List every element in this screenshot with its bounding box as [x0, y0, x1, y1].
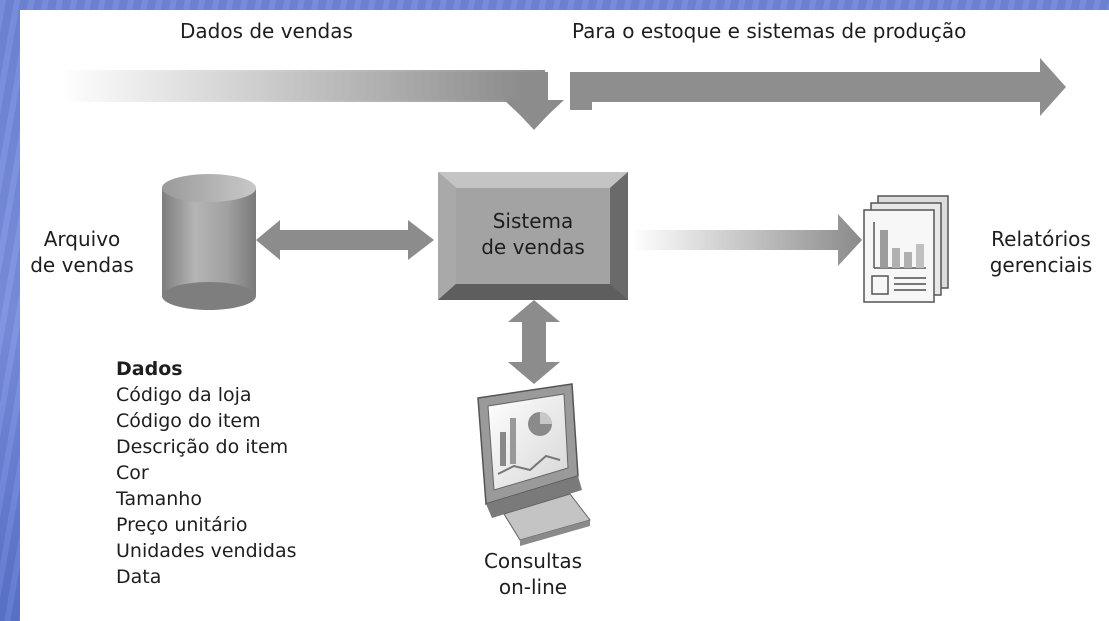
sales-system-line1: Sistema: [492, 209, 574, 233]
management-reports-label: Relatórios gerenciais: [976, 226, 1106, 278]
list-item: Código do item: [116, 410, 261, 432]
data-fields-list: Dados Código da loja Código do item Desc…: [116, 356, 297, 590]
sales-file-line2: de vendas: [30, 253, 134, 277]
sales-file-line1: Arquivo: [43, 227, 121, 251]
sales-data-label: Dados de vendas: [180, 19, 353, 43]
online-queries-line2: on-line: [498, 575, 568, 599]
online-queries-label: Consultas on-line: [458, 548, 608, 600]
online-queries-line1: Consultas: [483, 549, 583, 573]
sales-file-label: Arquivo de vendas: [12, 226, 152, 278]
list-item: Unidades vendidas: [116, 540, 297, 562]
list-item: Cor: [116, 462, 149, 484]
top-right-arrow: [570, 58, 1066, 116]
left-bidirectional-arrow: [256, 220, 434, 260]
inventory-production-label: Para o estoque e sistemas de produção: [572, 19, 967, 43]
data-fields-title: Dados: [116, 358, 183, 380]
right-arrow: [632, 214, 862, 266]
cylinder-database-icon: [162, 174, 256, 310]
management-reports-line1: Relatórios: [991, 227, 1091, 251]
management-reports-line2: gerenciais: [989, 253, 1093, 277]
vertical-bidirectional-arrow: [508, 300, 560, 384]
list-item: Tamanho: [116, 488, 202, 510]
report-bar-chart: [873, 222, 926, 269]
report-documents-icon: [863, 195, 949, 303]
list-item: Data: [116, 566, 162, 588]
sales-system-label: Sistema de vendas: [454, 208, 612, 260]
sales-system-box: [438, 172, 628, 300]
list-item: Código da loja: [116, 384, 252, 406]
list-item: Preço unitário: [116, 514, 248, 536]
top-left-arrow: [60, 70, 564, 130]
monitor-chart: [497, 412, 561, 475]
computer-monitor-icon: [477, 383, 591, 546]
list-item: Descrição do item: [116, 436, 289, 458]
sales-system-line2: de vendas: [481, 235, 585, 259]
